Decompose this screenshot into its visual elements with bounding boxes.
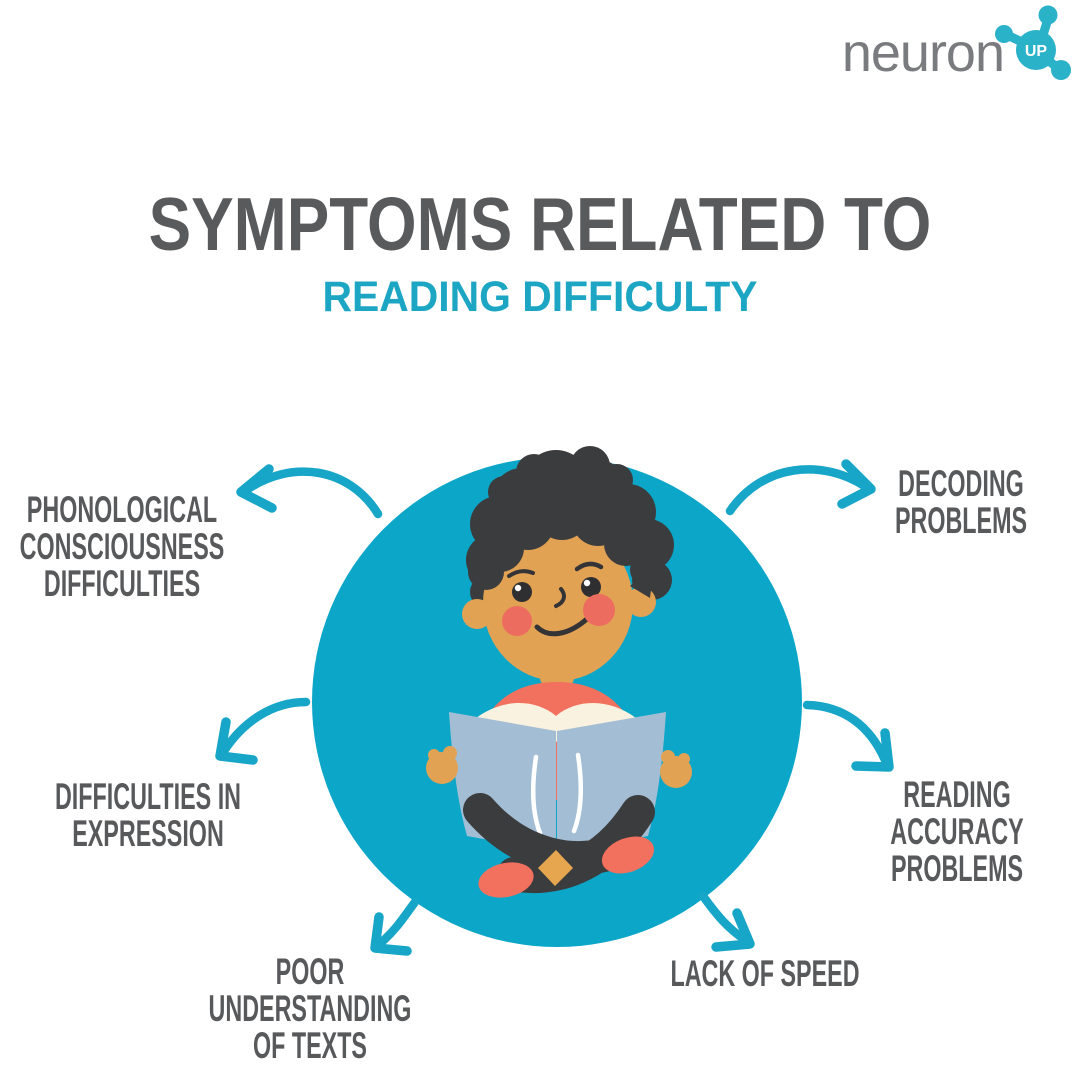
shoe-left xyxy=(478,862,534,898)
eye-highlight-left xyxy=(514,584,522,592)
hands xyxy=(426,746,692,788)
label-phonological-consciousness-difficulties: PHONOLOGICAL CONSCIOUSNESS DIFFICULTIES xyxy=(19,489,225,604)
arrow-mid-right-icon xyxy=(802,700,894,772)
neuron-blob-icon: UP xyxy=(995,5,1071,80)
main-title: SYMPTOMS RELATED TO xyxy=(148,182,932,266)
hair-fringe xyxy=(468,484,662,598)
ankle-band xyxy=(538,850,573,886)
arrow-mid-left-icon xyxy=(215,697,311,765)
arrow-top-right-icon xyxy=(725,459,876,516)
book-spine-lines xyxy=(531,752,583,836)
label-lack-of-speed: LACK OF SPEED xyxy=(670,953,860,994)
eye-right xyxy=(581,577,601,597)
eye-highlight-right xyxy=(583,579,591,587)
arrow-top-left-icon xyxy=(236,464,383,519)
label-difficulties-in-expression: DIFFICULTIES IN EXPRESSION xyxy=(54,776,242,854)
cheek-right xyxy=(583,594,615,626)
arrow-bottom-left-icon xyxy=(370,897,420,956)
face-features xyxy=(507,561,604,637)
neck xyxy=(540,650,574,686)
logo-up-badge: UP xyxy=(1025,43,1048,60)
neuronup-logo: neuron UP xyxy=(820,0,1080,100)
book-pages xyxy=(460,703,652,742)
shoe-right xyxy=(601,836,655,874)
logo-wordmark: neuron xyxy=(841,23,1005,83)
label-reading-accuracy-problems: READING ACCURACY PROBLEMS xyxy=(890,774,1024,889)
subtitle: READING DIFFICULTY xyxy=(322,273,758,321)
child-reading-illustration xyxy=(426,446,692,898)
arrow-bottom-right-icon xyxy=(698,891,755,952)
eye-left xyxy=(512,582,532,602)
cheek-left xyxy=(502,606,532,636)
label-decoding-problems: DECODING PROBLEMS xyxy=(894,463,1028,541)
label-poor-understanding-of-texts: POOR UNDERSTANDING OF TEXTS xyxy=(208,951,412,1066)
